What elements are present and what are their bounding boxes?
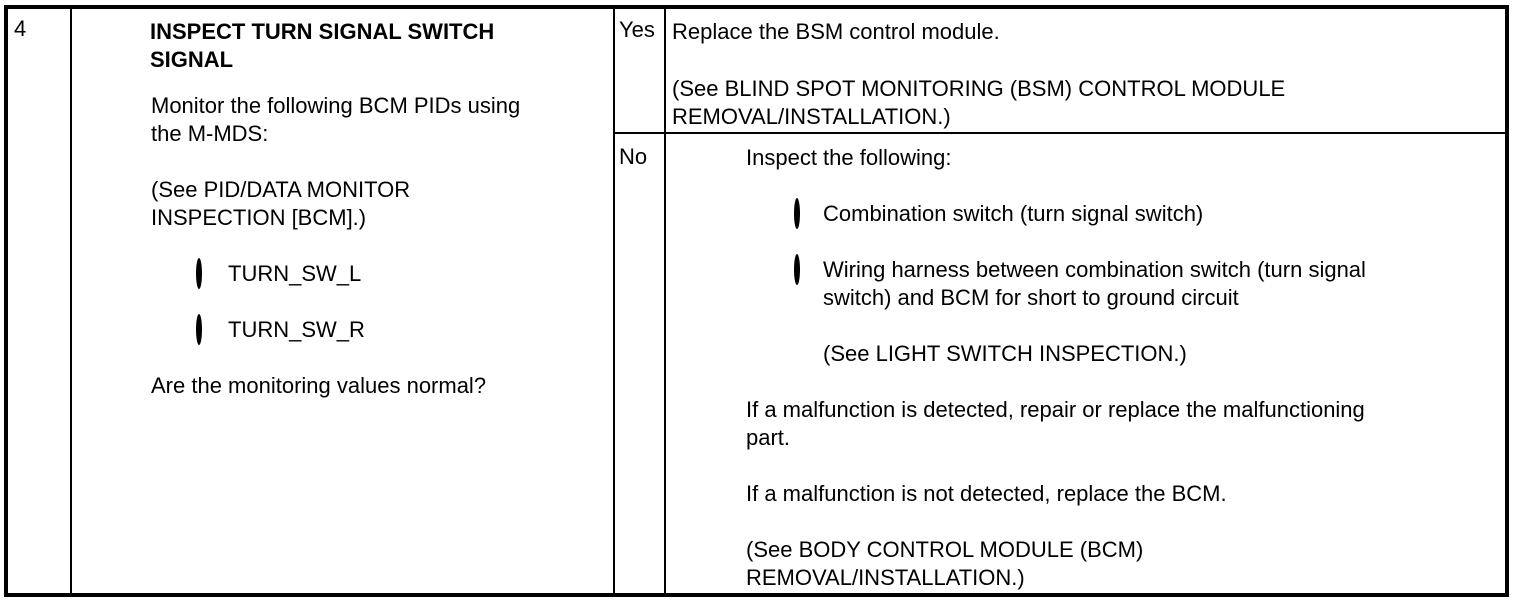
no-action-cell: Inspect the following: Combination switc… bbox=[666, 134, 1505, 593]
list-item-wiring-harness: Wiring harness between combination switc… bbox=[794, 254, 1491, 312]
list-item-inspect-following: Inspect the following: bbox=[716, 144, 1491, 172]
step-number: 4 bbox=[14, 16, 27, 41]
troubleshooting-table: 4 INSPECT TURN SIGNAL SWITCH SIGNAL Moni… bbox=[4, 5, 1509, 597]
yes-action-text: Replace the BSM control module. bbox=[672, 19, 1000, 44]
inspection-cell: INSPECT TURN SIGNAL SWITCH SIGNAL Monito… bbox=[72, 9, 615, 593]
list-item-malfunction-detected: If a malfunction is detected, repair or … bbox=[716, 396, 1491, 452]
list-item-text: If a malfunction is not detected, replac… bbox=[746, 481, 1227, 506]
list-item-text: If a malfunction is detected, repair or … bbox=[746, 397, 1365, 450]
step-cell: 4 bbox=[8, 9, 72, 593]
yes-label: Yes bbox=[619, 17, 655, 42]
list-item-text: TURN_SW_R bbox=[228, 317, 365, 342]
open-circle-bullet-icon bbox=[196, 258, 228, 289]
inspection-heading: INSPECT TURN SIGNAL SWITCH SIGNAL bbox=[150, 19, 495, 72]
list-item-monitoring-question: Are the monitoring values normal? bbox=[123, 372, 609, 400]
list-item-text: Combination switch (turn signal switch) bbox=[823, 201, 1204, 226]
list-item-text: Inspect the following: bbox=[746, 145, 952, 170]
open-circle-bullet-icon bbox=[196, 314, 228, 345]
see-light-switch-reference: (See LIGHT SWITCH INSPECTION.) bbox=[823, 341, 1187, 366]
no-label: No bbox=[619, 144, 648, 169]
list-item-malfunction-not-detected: If a malfunction is not detected, replac… bbox=[716, 480, 1491, 508]
see-pid-data-monitor-reference: (See PID/DATA MONITOR INSPECTION [BCM].) bbox=[151, 177, 411, 230]
list-item-text: Wiring harness between combination switc… bbox=[823, 257, 1366, 310]
list-item-text: TURN_SW_L bbox=[228, 261, 362, 286]
list-item-text: Monitor the following BCM PIDs using the… bbox=[151, 93, 521, 146]
see-bsm-module-reference: (See BLIND SPOT MONITORING (BSM) CONTROL… bbox=[672, 76, 1286, 129]
list-item-monitor-pids: Monitor the following BCM PIDs using the… bbox=[123, 92, 609, 148]
yes-label-cell: Yes bbox=[615, 9, 666, 134]
list-item-pid-turn-sw-l: TURN_SW_L bbox=[196, 258, 609, 289]
open-circle-bullet-icon bbox=[794, 198, 823, 229]
see-bcm-module-reference: (See BODY CONTROL MODULE (BCM) REMOVAL/I… bbox=[746, 537, 1144, 590]
list-item-combination-switch: Combination switch (turn signal switch) bbox=[794, 198, 1491, 229]
open-circle-bullet-icon bbox=[794, 254, 823, 285]
list-item-pid-turn-sw-r: TURN_SW_R bbox=[196, 314, 609, 345]
no-label-cell: No bbox=[615, 134, 666, 593]
list-item-text: Are the monitoring values normal? bbox=[151, 373, 487, 398]
yes-action-cell: Replace the BSM control module. (See BLI… bbox=[666, 9, 1505, 134]
